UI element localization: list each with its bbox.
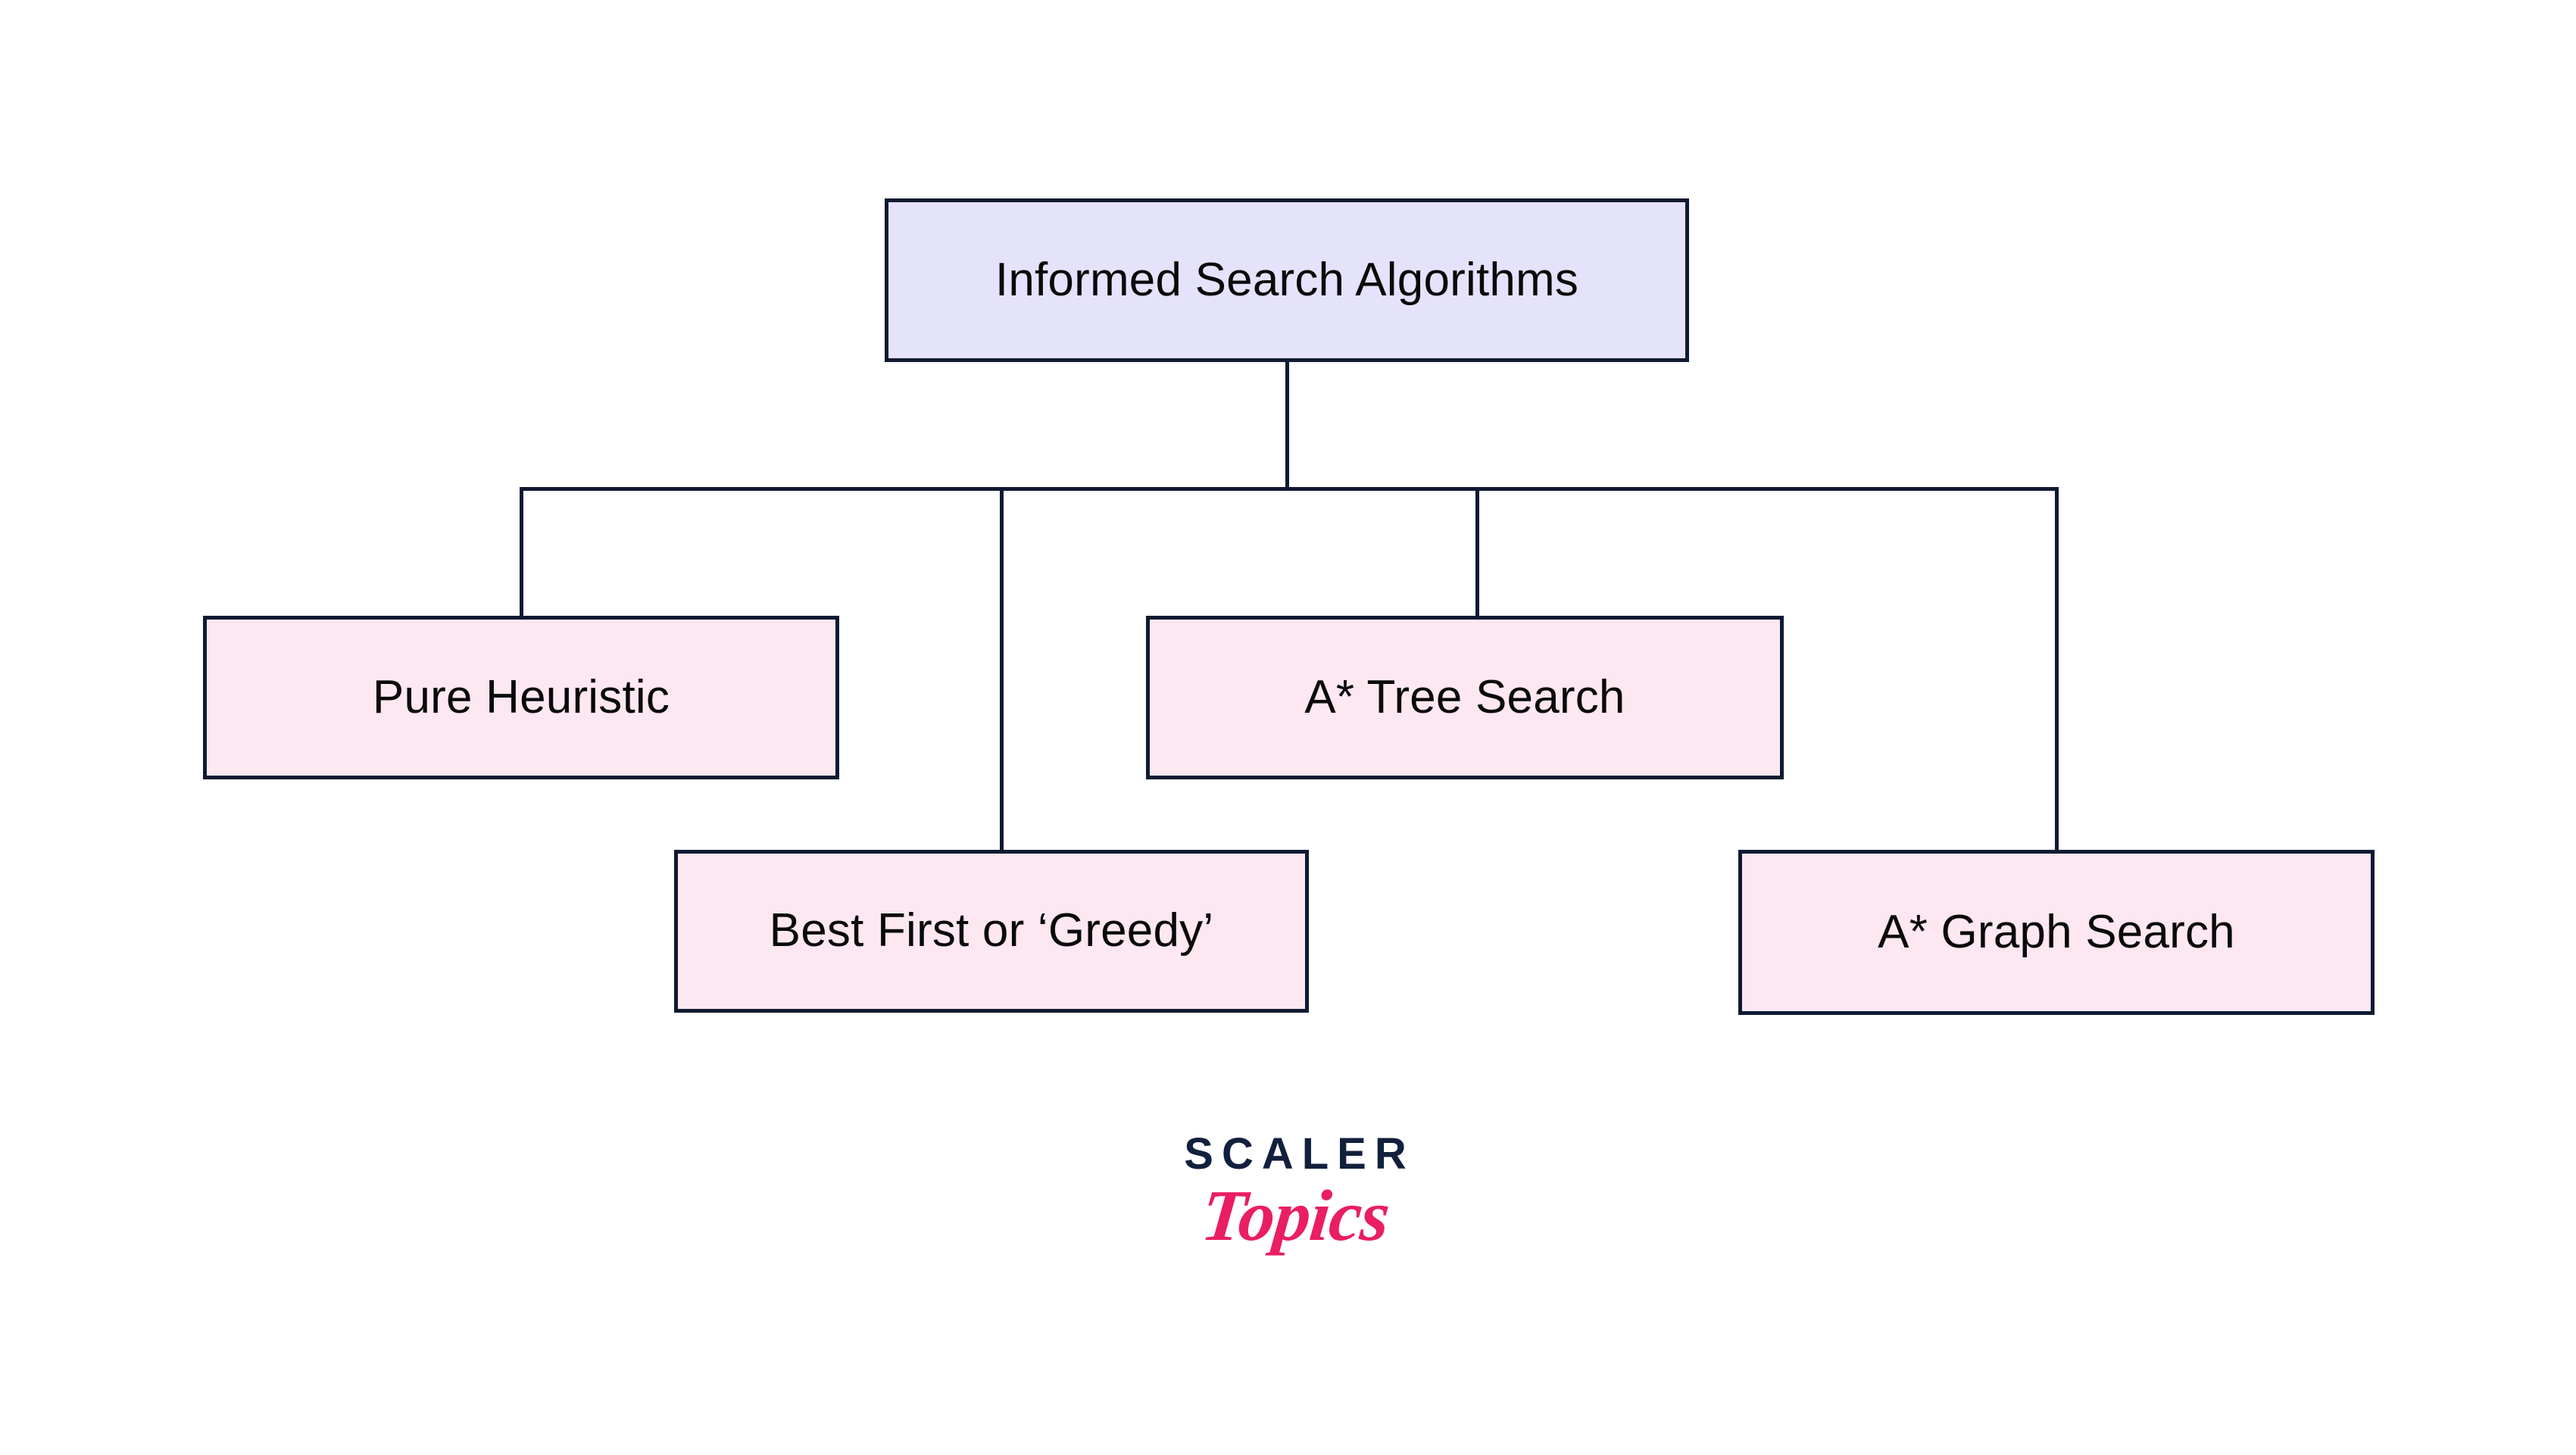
scaler-topics-logo: SCALER Topics [1151, 1129, 1439, 1257]
node-a-star-tree-search[interactable]: A* Tree Search [1146, 616, 1784, 779]
connector-drop-a-star-tree-search [1475, 487, 1479, 620]
node-informed-search-algorithms[interactable]: Informed Search Algorithms [885, 198, 1689, 362]
connector-drop-best-first [1000, 487, 1004, 854]
node-label: Informed Search Algorithms [994, 253, 1579, 306]
node-label: A* Tree Search [1304, 670, 1625, 723]
node-pure-heuristic[interactable]: Pure Heuristic [203, 616, 839, 779]
node-label: A* Graph Search [1878, 905, 2235, 958]
logo-sub-text: Topics [1197, 1175, 1393, 1256]
connector-horizontal-bus [520, 487, 2059, 491]
node-best-first-greedy[interactable]: Best First or ‘Greedy’ [674, 850, 1309, 1013]
connector-drop-pure-heuristic [520, 487, 523, 620]
logo-brand-text: SCALER [1184, 1129, 1415, 1179]
node-a-star-graph-search[interactable]: A* Graph Search [1738, 850, 2375, 1015]
connector-root-stem [1285, 361, 1289, 491]
node-label: Pure Heuristic [372, 670, 670, 723]
connector-drop-a-star-graph-search [2055, 487, 2059, 854]
node-label: Best First or ‘Greedy’ [769, 904, 1214, 957]
